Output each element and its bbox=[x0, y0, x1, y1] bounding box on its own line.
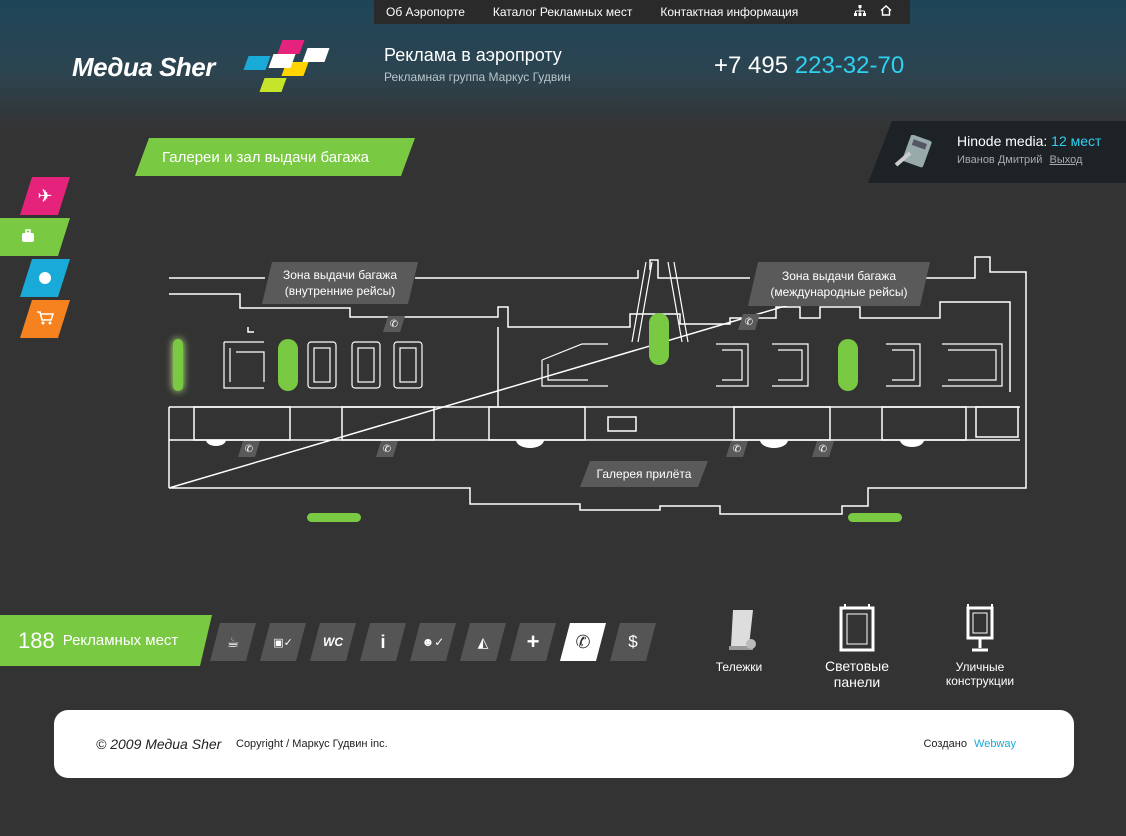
label-domestic-line1: Зона выдачи багажа bbox=[282, 268, 398, 282]
cart-stand-icon bbox=[719, 606, 759, 654]
filter-luggage-check[interactable]: ▣✓ bbox=[260, 623, 306, 661]
phone-marker-2[interactable]: ✆ bbox=[738, 314, 760, 330]
ad-spot-2[interactable] bbox=[278, 339, 298, 391]
legend-carts[interactable]: Тележки bbox=[708, 606, 770, 674]
label-international-baggage: Зона выдачи багажа (международные рейсы) bbox=[748, 262, 930, 306]
ad-spot-5[interactable] bbox=[307, 513, 361, 522]
legend-lightbox-line1: Световые bbox=[824, 658, 890, 674]
sidebar-item-baggage[interactable] bbox=[0, 218, 70, 256]
sidebar-item-shops[interactable] bbox=[20, 300, 70, 338]
person-check-icon: ☻✓ bbox=[421, 635, 445, 649]
user-company: Hinode media: bbox=[957, 133, 1048, 149]
legend-carts-label: Тележки bbox=[715, 660, 763, 674]
luggage-check-icon: ▣✓ bbox=[273, 636, 293, 649]
luggage-icon bbox=[21, 227, 35, 248]
legend-street-line2: конструкции bbox=[945, 674, 1015, 688]
user-panel: Hinode media: 12 мест Иванов Дмитрий Вых… bbox=[868, 121, 1126, 183]
logo-text: Медиа Sher bbox=[72, 52, 215, 82]
filter-coffee[interactable]: ☕ bbox=[210, 623, 256, 661]
user-company-line: Hinode media: 12 мест bbox=[957, 133, 1101, 149]
filter-phone[interactable]: ✆ bbox=[560, 623, 606, 661]
label-international-line1: Зона выдачи багажа bbox=[781, 269, 897, 283]
filter-wc[interactable]: WC bbox=[310, 623, 356, 661]
filter-person-check[interactable]: ☻✓ bbox=[410, 623, 456, 661]
filter-exchange[interactable]: $ bbox=[610, 623, 656, 661]
slogan-subtitle: Рекламная группа Маркус Гудвин bbox=[384, 70, 571, 84]
nav-ad-catalog[interactable]: Каталог Рекламных мест bbox=[492, 5, 633, 19]
wc-icon: WC bbox=[323, 635, 343, 649]
coffee-icon: ☕ bbox=[226, 633, 240, 650]
home-icon[interactable] bbox=[880, 5, 892, 19]
logout-link[interactable]: Выход bbox=[1049, 154, 1083, 166]
info-icon: i bbox=[380, 631, 386, 652]
ad-spot-1[interactable] bbox=[173, 339, 183, 391]
user-name-line: Иванов Дмитрий Выход bbox=[957, 154, 1082, 166]
section-title-tab: Галереи и зал выдачи багажа bbox=[135, 138, 415, 176]
calculator-icon bbox=[894, 134, 934, 176]
ad-spot-4[interactable] bbox=[838, 339, 858, 391]
legend-lightbox-line2: панели bbox=[833, 674, 881, 690]
phone-main: 223-32-70 bbox=[794, 52, 905, 79]
footer-copyright: © 2009 Медиа Sher bbox=[96, 736, 222, 752]
counter-label: Рекламных мест bbox=[62, 632, 179, 649]
footer-owner: Copyright / Маркус Гудвин inc. bbox=[236, 738, 388, 750]
label-domestic-line2: (внутренние рейсы) bbox=[284, 284, 396, 298]
billboard-icon bbox=[964, 604, 996, 654]
shopping-bag-icon: ◭ bbox=[477, 633, 489, 650]
label-arrivals-text: Галерея прилёта bbox=[596, 467, 692, 481]
slogan: Реклама в аэропроту Рекламная группа Мар… bbox=[384, 45, 571, 84]
user-name: Иванов Дмитрий bbox=[957, 154, 1043, 166]
slogan-title: Реклама в аэропроту bbox=[384, 45, 562, 65]
phone-marker-5[interactable]: ✆ bbox=[726, 441, 748, 457]
section-title: Галереи и зал выдачи багажа bbox=[162, 148, 369, 166]
footer-made-by: Создано bbox=[923, 738, 967, 750]
dollar-icon: $ bbox=[628, 632, 638, 651]
phone-marker-4[interactable]: ✆ bbox=[376, 441, 398, 457]
phone-marker-1[interactable]: ✆ bbox=[383, 316, 405, 332]
ad-spot-3[interactable] bbox=[649, 313, 669, 365]
nav-contacts[interactable]: Контактная информация bbox=[660, 5, 799, 19]
label-domestic-baggage: Зона выдачи багажа (внутренние рейсы) bbox=[262, 262, 418, 304]
sidebar-item-flights[interactable]: ✈ bbox=[20, 177, 70, 215]
counter-value: 188 bbox=[18, 627, 55, 653]
phone-icon: ✆ bbox=[575, 631, 591, 652]
label-arrivals-gallery: Галерея прилёта bbox=[580, 461, 708, 487]
phone-prefix: +7 495 bbox=[714, 52, 789, 79]
top-navigation: Об Аэропорте Каталог Рекламных мест Конт… bbox=[374, 0, 910, 24]
label-international-line2: (международные рейсы) bbox=[770, 285, 908, 299]
ad-places-counter: 188 Рекламных мест bbox=[0, 615, 212, 666]
nav-about-airport[interactable]: Об Аэропорте bbox=[386, 5, 465, 19]
legend-street-line1: Уличные bbox=[955, 660, 1005, 674]
legend-street[interactable]: Уличные конструкции bbox=[936, 604, 1024, 688]
plane-icon: ✈ bbox=[37, 185, 53, 206]
plus-icon: + bbox=[526, 629, 540, 654]
nav-icons bbox=[854, 5, 892, 19]
sidebar-item-services[interactable] bbox=[20, 259, 70, 297]
footer-studio-link[interactable]: Webway bbox=[974, 738, 1016, 750]
cart-icon bbox=[36, 309, 54, 330]
filter-medical[interactable]: + bbox=[510, 623, 556, 661]
user-count: 12 мест bbox=[1051, 133, 1102, 149]
footer-credits: Создано Webway bbox=[923, 738, 1016, 750]
filter-bar: ☕ ▣✓ WC i ☻✓ ◭ + ✆ $ bbox=[210, 623, 656, 661]
phone-number: +7 495 223-32-70 bbox=[714, 52, 904, 80]
phone-marker-6[interactable]: ✆ bbox=[812, 441, 834, 457]
dot-icon bbox=[39, 268, 51, 289]
sitemap-icon[interactable] bbox=[854, 5, 866, 19]
legend-lightbox[interactable]: Световые панели bbox=[816, 604, 898, 690]
phone-marker-3[interactable]: ✆ bbox=[238, 441, 260, 457]
lightbox-icon bbox=[839, 604, 875, 652]
filter-shopping[interactable]: ◭ bbox=[460, 623, 506, 661]
ad-spot-6[interactable] bbox=[848, 513, 902, 522]
filter-info[interactable]: i bbox=[360, 623, 406, 661]
footer: © 2009 Медиа Sher Copyright / Маркус Гуд… bbox=[54, 710, 1074, 778]
